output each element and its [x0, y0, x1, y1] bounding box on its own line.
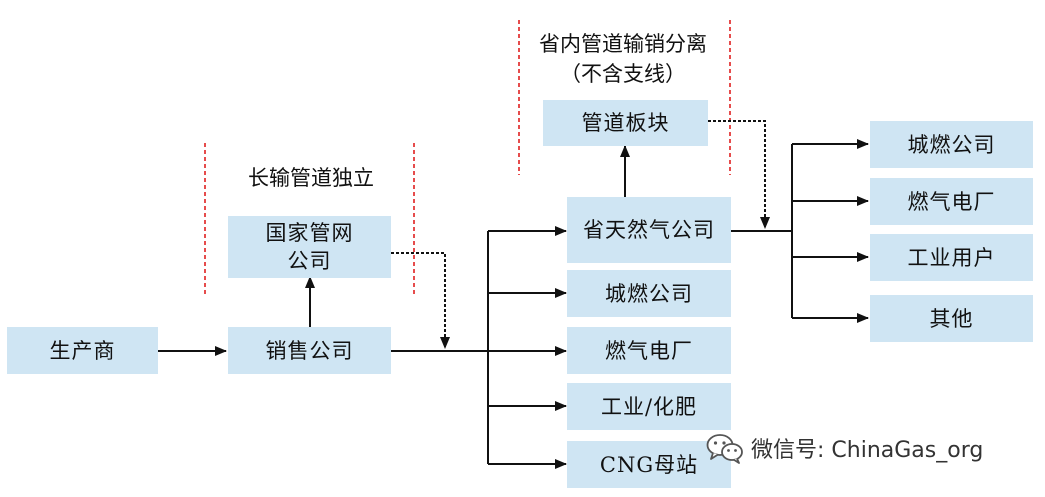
sales-company-label: 销售公司	[265, 338, 354, 363]
dotted-arrows	[391, 120, 770, 349]
city-gas-mid-box: 城燃公司	[567, 270, 731, 317]
gas-power-right-box: 燃气电厂	[870, 178, 1033, 225]
provincial-gas-label: 省天然气公司	[583, 218, 715, 242]
city-gas-right-label: 城燃公司	[907, 132, 996, 157]
others-label: 其他	[929, 306, 974, 331]
provincial-gas-box: 省天然气公司	[567, 197, 731, 263]
gas-power-right-label: 燃气电厂	[907, 189, 996, 214]
separator-lines	[204, 20, 731, 295]
provincial-annotation-line1: 省内管道输销分离	[539, 32, 707, 56]
cng-station-label: CNG母站	[599, 452, 699, 477]
national-pipeline-label-line2: 公司	[287, 249, 332, 273]
gas-power-mid-label: 燃气电厂	[605, 338, 693, 363]
industrial-users-box: 工业用户	[870, 234, 1033, 281]
city-gas-right-box: 城燃公司	[870, 121, 1033, 168]
gas-power-mid-box: 燃气电厂	[567, 327, 731, 374]
others-box: 其他	[870, 295, 1033, 342]
wechat-icon	[706, 434, 743, 464]
solid-arrows	[158, 139, 869, 469]
dotted-national-to-trunk	[391, 252, 450, 349]
wechat-watermark: 微信号: ChinaGas_org	[705, 432, 983, 464]
pipeline-segment-label: 管道板块	[581, 111, 670, 135]
industry-fertilizer-box: 工业/化肥	[567, 383, 731, 430]
national-pipeline-box: 国家管网 公司	[228, 216, 391, 278]
national-pipeline-label-line1: 国家管网	[265, 221, 354, 245]
industrial-users-label: 工业用户	[907, 245, 996, 270]
pipeline-segment-box: 管道板块	[543, 100, 708, 146]
sales-company-box: 销售公司	[228, 327, 391, 374]
industry-fertilizer-label: 工业/化肥	[600, 394, 698, 419]
producer-label: 生产商	[49, 338, 116, 363]
provincial-annotation-line2: （不含支线）	[560, 62, 686, 86]
watermark-text: 微信号: ChinaGas_org	[751, 438, 984, 463]
long-pipeline-annotation: 长输管道独立	[248, 166, 374, 190]
city-gas-mid-label: 城燃公司	[605, 281, 693, 306]
cng-station-box: CNG母站	[567, 441, 731, 488]
dotted-pipeline-to-right-trunk	[708, 120, 770, 229]
producer-box: 生产商	[7, 327, 158, 374]
